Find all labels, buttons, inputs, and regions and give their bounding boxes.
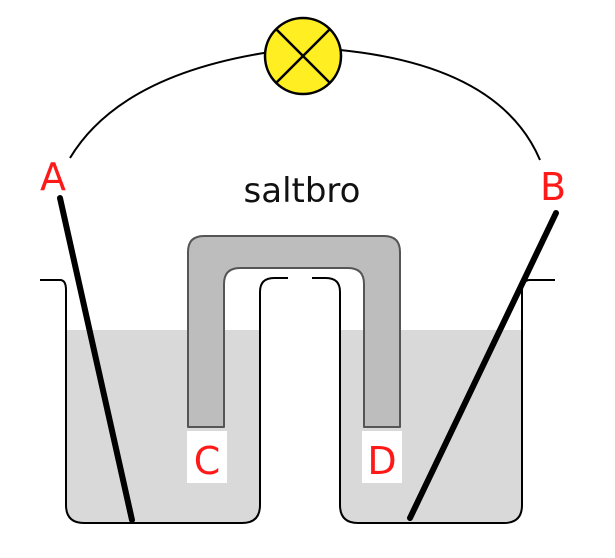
electrode-b	[407, 210, 559, 521]
electrode-a-label: A	[40, 155, 66, 199]
d-label-background	[362, 431, 402, 483]
bridge-end-c-label: C	[194, 439, 221, 483]
c-label-background	[187, 431, 227, 483]
lamp-icon	[263, 16, 343, 96]
electrode-b-label: B	[540, 165, 566, 209]
bridge-end-d-label: D	[367, 439, 396, 483]
electrode-a	[57, 195, 135, 523]
salt-bridge-tube	[187, 235, 401, 428]
wire	[69, 49, 541, 161]
salt-bridge-label: saltbro	[244, 171, 361, 211]
